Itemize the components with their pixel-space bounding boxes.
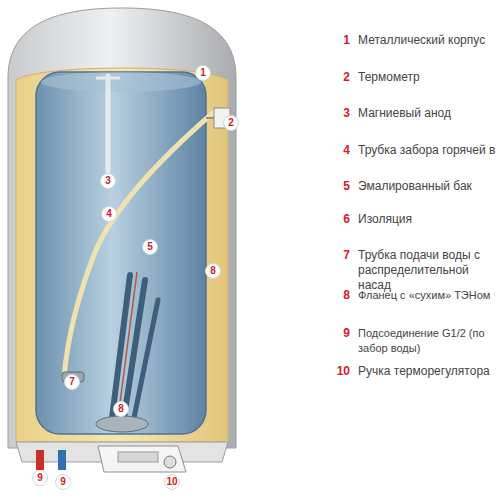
callout-number: 9 (60, 477, 66, 487)
callout-circle: 5 (142, 239, 158, 255)
part-name: Металлический корпус (358, 33, 485, 48)
part-name: Фланец с «сухим» ТЭНом (358, 288, 490, 303)
legend-number: 5 (343, 179, 350, 194)
part-name: Подсоединение G1/2 (по забор воды) (358, 326, 498, 356)
part-name: Эмалированный бак (358, 179, 472, 194)
callout-circle: 9 (32, 470, 48, 486)
legend-number: 6 (343, 212, 350, 227)
callout-circle: 8 (113, 401, 129, 417)
callout-circle: 1 (195, 65, 211, 81)
callout-number: 7 (69, 377, 75, 387)
callout-number: 8 (210, 266, 216, 276)
part-name: Магниевый анод (358, 106, 451, 121)
callout-circle: 8 (205, 263, 221, 279)
legend-number: 3 (343, 106, 350, 121)
part-name: Ручка терморегулятора (358, 364, 490, 379)
callout-circle: 2 (223, 115, 239, 131)
legend-number: 9 (343, 326, 350, 341)
callout-circle: 9 (55, 474, 71, 490)
callout-number: 1 (200, 68, 206, 78)
callout-circle: 7 (64, 374, 80, 390)
part-name: Трубка подачи воды с распределительной н… (358, 248, 496, 293)
callout-number: 2 (228, 118, 234, 128)
callout-number: 5 (147, 242, 153, 252)
callout-circle: 4 (101, 206, 117, 222)
legend-number: 1 (343, 33, 350, 48)
callout-number: 8 (118, 404, 124, 414)
callout-number: 10 (166, 477, 177, 487)
callout-number: 9 (37, 473, 43, 483)
callout-number: 3 (105, 176, 111, 186)
legend-number: 7 (343, 248, 350, 263)
legend-number: 2 (343, 70, 350, 85)
legend-number: 10 (337, 364, 350, 379)
part-name: Изоляция (358, 212, 412, 227)
part-name: Трубка забора горячей в (358, 143, 495, 158)
callout-circle: 3 (100, 173, 116, 189)
legend-number: 4 (343, 143, 350, 158)
callout-circle: 10 (164, 474, 180, 490)
part-name: Термометр (358, 70, 420, 85)
legend-number: 8 (343, 288, 350, 303)
callout-number: 4 (106, 209, 112, 219)
